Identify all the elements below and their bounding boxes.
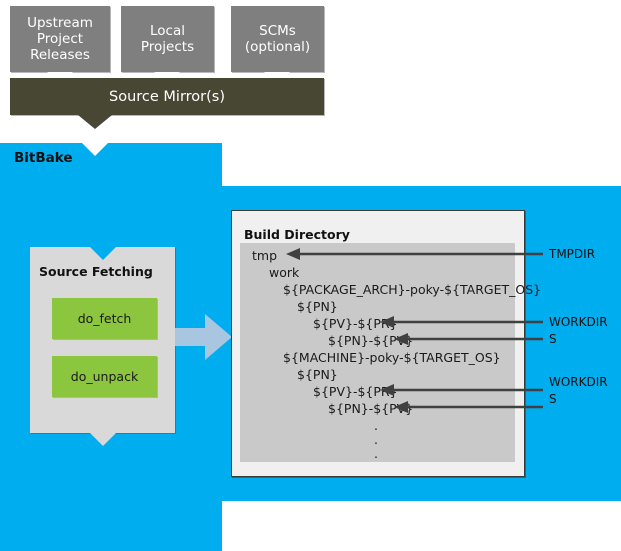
source-box-scms-optional: SCMs (optional) [231,6,324,72]
task-box-label: do_unpack [70,369,139,384]
source-mirror-bar: Source Mirror(s) [10,78,324,115]
source-fetching-top-notch-icon [90,247,116,260]
tree-row-tmp: tmp [252,248,278,263]
task-box-do-unpack[interactable]: do_unpack [52,356,157,397]
callout-label-workdir-1: WORKDIR [549,315,608,329]
source-fetching-bottom-notch-icon [90,433,116,446]
callout-label-s-2: S [549,392,557,406]
directory-tree: tmp work ${PACKAGE_ARCH}-poky-${TARGET_O… [240,243,541,462]
callout-arrow-s-1 [394,333,543,345]
callout-arrow-s-2 [394,401,543,413]
source-box-local-projects: Local Projects [121,6,214,72]
source-box-line: Project [36,31,84,47]
tree-row-pn-pv-1: ${PN}-${PV} [328,333,414,348]
source-fetching-panel [30,247,175,433]
task-box-do-fetch[interactable]: do_fetch [52,298,157,339]
callout-arrow-tmpdir [286,248,543,260]
tree-row-work: work [269,265,300,280]
source-box-line: Upstream [27,15,93,31]
tree-ellipsis-dot: . [374,432,378,447]
tree-row-pn-2: ${PN} [297,367,338,382]
tree-ellipsis-dot: . [374,418,378,433]
tree-row-machine: ${MACHINE}-poky-${TARGET_OS} [283,350,501,365]
tree-ellipsis-dot: . [374,446,378,461]
callout-label-s-1: S [549,332,557,346]
source-box-line: Projects [140,39,195,55]
source-box-line: Releases [30,47,90,63]
callout-label-workdir-2: WORKDIR [549,375,608,389]
callout-arrow-workdir-1 [380,316,543,328]
tree-row-pv-pr-1: ${PV}-${PR} [313,316,398,331]
bitbake-region-notch-icon [82,143,108,156]
build-directory-title: Build Directory [244,227,350,242]
task-box-label: do_fetch [77,311,132,326]
callout-label-tmpdir: TMPDIR [549,247,596,261]
source-box-line: SCMs [259,23,296,39]
bitbake-label: BitBake [14,150,73,166]
source-box-line: (optional) [244,39,311,55]
flow-arrow-icon [175,314,232,360]
source-mirror-label: Source Mirror(s) [109,88,225,105]
tree-row-pv-pr-2: ${PV}-${PR} [313,384,398,399]
tree-row-pn-1: ${PN} [297,299,338,314]
tree-row-package-arch: ${PACKAGE_ARCH}-poky-${TARGET_OS} [283,282,542,297]
source-box-upstream-project-releases: Upstream Project Releases [10,6,110,72]
build-directory-tree-area [240,243,515,462]
callout-arrow-workdir-2 [380,384,543,396]
source-mirror-down-arrow-icon [78,115,112,129]
source-fetching-title: Source Fetching [39,264,153,279]
source-box-line: Local [149,23,185,39]
tree-row-pn-pv-2: ${PN}-${PV} [328,401,414,416]
